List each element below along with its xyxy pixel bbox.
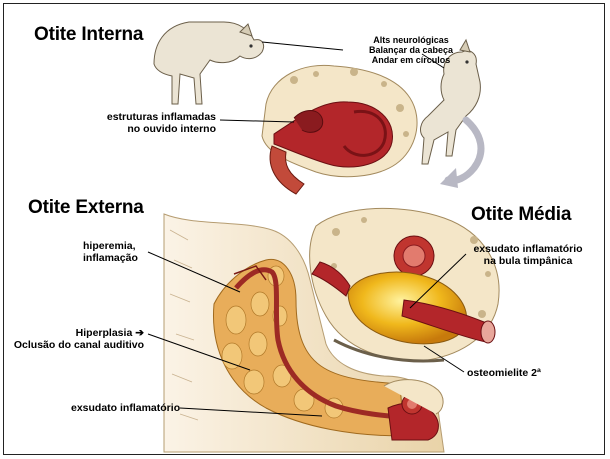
label-line: hiperemia, [83, 240, 138, 252]
label-external-exudate: exsudato inflamatório [71, 402, 180, 414]
dog-head-tilt-illustration [154, 22, 264, 104]
label-inner-structures: estruturas inflamadas no ouvido interno [80, 111, 216, 135]
label-line: Oclusão do canal auditivo [6, 339, 144, 351]
title-otite-interna: Otite Interna [34, 24, 143, 46]
label-line: no ouvido interno [80, 123, 216, 135]
label-line: inflamação [83, 252, 138, 264]
label-hyperplasia: Hiperplasia ➔ Oclusão do canal auditivo [6, 327, 144, 351]
label-osteomyelitis: osteomielite 2ª [467, 367, 541, 379]
symptom-neuro: Alts neurológicas [336, 35, 486, 45]
title-otite-media: Otite Média [471, 204, 571, 226]
symptom-circling: Andar em círculos [336, 55, 486, 65]
middle-ear-section [310, 208, 499, 361]
inner-ear-section [262, 65, 417, 194]
label-line: Hiperplasia ➔ [6, 327, 144, 339]
label-neuro-symptoms: Alts neurológicas Balançar da cabeça And… [336, 35, 486, 65]
title-otite-externa: Otite Externa [28, 197, 144, 219]
label-line: na bula timpânica [462, 255, 594, 267]
label-line: estruturas inflamadas [80, 111, 216, 123]
otitis-illustration [4, 4, 606, 456]
diagram-frame: Otite Interna Otite Externa Otite Média … [3, 3, 605, 455]
symptom-head-shake: Balançar da cabeça [336, 45, 486, 55]
label-hyperemia: hiperemia, inflamação [83, 240, 138, 264]
label-bulla-exudate: exsudato inflamatório na bula timpânica [462, 243, 594, 267]
label-line: exsudato inflamatório [462, 243, 594, 255]
